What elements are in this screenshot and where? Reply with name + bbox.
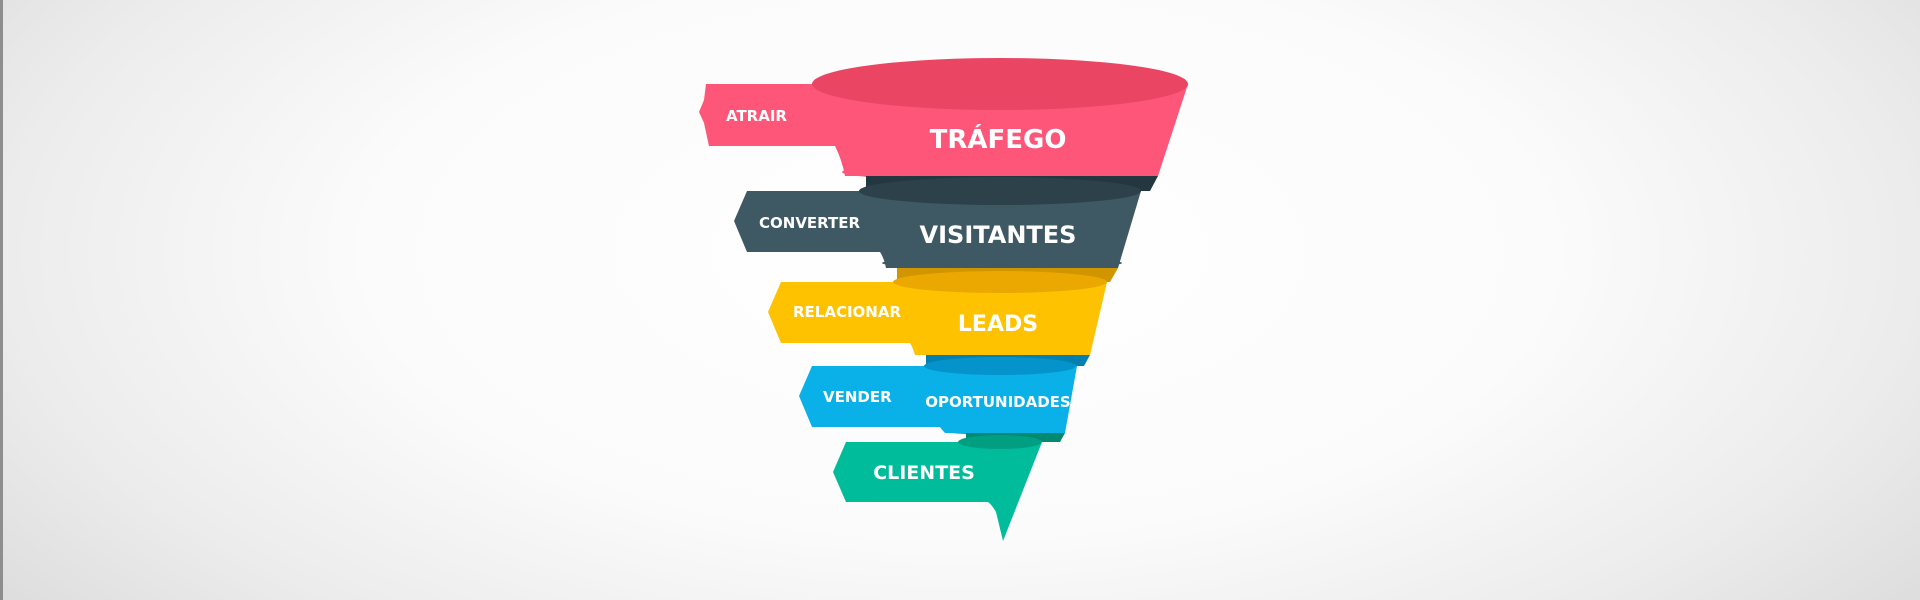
action-label-converter: CONVERTER xyxy=(759,214,861,232)
stage-rim-leads xyxy=(914,346,1090,356)
stage-ribbon-visitantes xyxy=(734,191,886,252)
stage-label-oportunidades: OPORTUNIDADES xyxy=(925,393,1070,411)
action-label-relacionar: RELACIONAR xyxy=(793,303,901,321)
stage-band-clientes xyxy=(966,442,1042,541)
stage-ribbon-clientes xyxy=(833,442,988,502)
stage-top-trafego xyxy=(812,58,1188,110)
stage-top-clientes xyxy=(958,435,1042,449)
action-label-atrair: ATRAIR xyxy=(726,107,787,125)
stage-top-oportunidades xyxy=(924,357,1076,375)
stage-label-leads: LEADS xyxy=(958,312,1038,337)
stage-band-oportunidades xyxy=(926,366,1077,433)
stage-top-visitantes xyxy=(859,177,1141,205)
stage-band-visitantes xyxy=(866,191,1141,268)
stage-band-leads xyxy=(897,282,1107,355)
funnel-stage-trafego: TRÁFEGO ATRAIR xyxy=(699,58,1188,181)
stage-ribbon-leads xyxy=(768,282,913,343)
action-label-vender: VENDER xyxy=(823,388,892,406)
left-border xyxy=(0,0,3,600)
funnel-stage-oportunidades: OPORTUNIDADES VENDER xyxy=(799,357,1077,435)
stage-label-visitantes: VISITANTES xyxy=(920,221,1077,249)
funnel-stage-leads: LEADS RELACIONAR xyxy=(768,271,1107,356)
stage-ribbon-trafego xyxy=(699,84,826,146)
stage-label-trafego: TRÁFEGO xyxy=(930,123,1067,155)
stage-top-leads xyxy=(893,271,1107,293)
funnel-stage-visitantes: VISITANTES CONVERTER xyxy=(734,177,1141,269)
funnel-stage-clientes: CLIENTES xyxy=(833,435,1042,541)
stage-band-trafego xyxy=(812,84,1188,176)
stage-rim-visitantes xyxy=(882,257,1122,269)
stage-label-clientes: CLIENTES xyxy=(873,462,975,484)
stage-ribbon-oportunidades xyxy=(799,366,938,427)
